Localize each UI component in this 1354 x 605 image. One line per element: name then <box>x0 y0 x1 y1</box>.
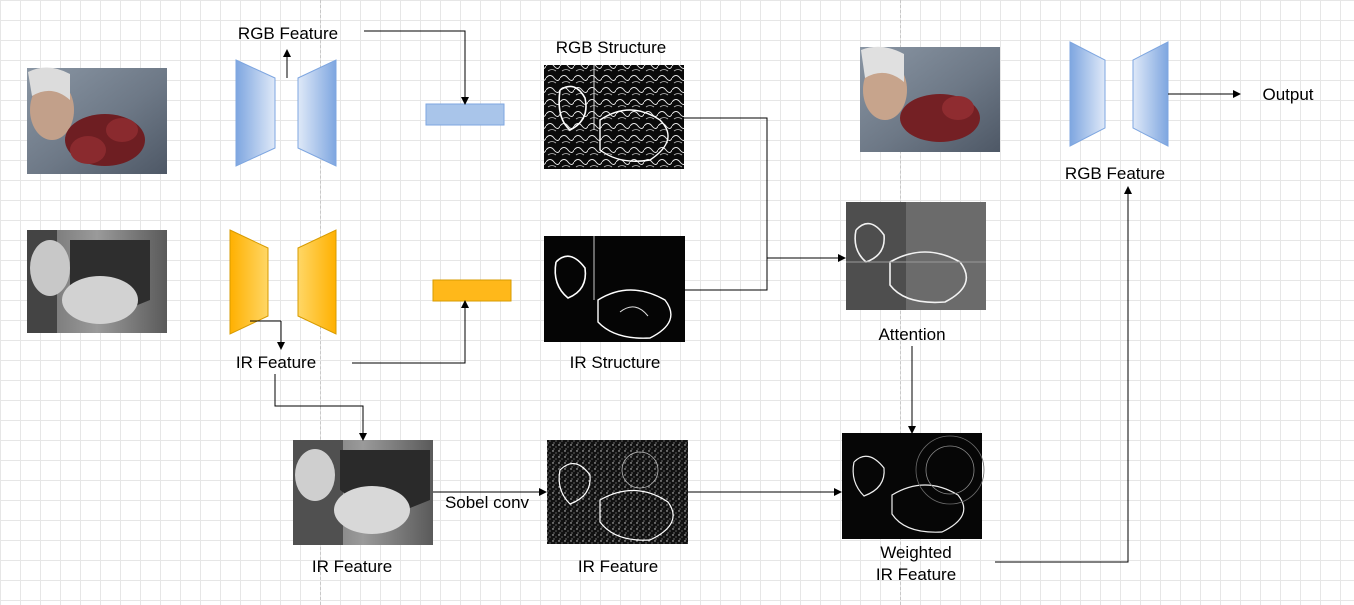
attention-map-image <box>846 202 986 310</box>
ir-feature-vector <box>432 279 512 302</box>
ir-structure-image <box>544 236 685 342</box>
arrow-weighted-to-rgb-feature <box>995 186 1132 563</box>
arrow-ir-feature-to-vector <box>352 300 469 364</box>
ir-structure-label: IR Structure <box>569 353 661 372</box>
arrow-rgb-feature-to-vector <box>364 30 469 105</box>
ir-encoder-decoder-block <box>229 229 337 335</box>
weighted-ir-feature-image <box>842 433 985 539</box>
rgb-feature-vector <box>425 103 505 126</box>
rgb-feature-right-label: RGB Feature <box>1064 164 1166 183</box>
sobel-conv-label: Sobel conv <box>444 493 530 512</box>
ir-encoder-shape <box>229 229 269 335</box>
output-encoder-decoder-block <box>1069 41 1169 147</box>
rgb-structure-label: RGB Structure <box>555 38 667 57</box>
output-label: Output <box>1262 85 1314 104</box>
attention-label: Attention <box>878 325 946 344</box>
rgb-feature-top-label: RGB Feature <box>237 24 339 43</box>
ir-feature-image <box>293 440 433 545</box>
ir-decoder-shape <box>297 229 337 335</box>
arrow-ir-feature-to-image <box>274 374 367 441</box>
connector-ir-structure <box>684 258 768 291</box>
connector-rgb-structure <box>684 117 768 258</box>
enhanced-rgb-image <box>860 46 1000 152</box>
weighted-label-line1: Weighted <box>880 543 952 562</box>
output-encoder-shape <box>1069 41 1106 147</box>
weighted-label-line2: IR Feature <box>875 565 957 584</box>
ir-feature-left-label: IR Feature <box>235 353 317 372</box>
rgb-structure-image <box>544 65 684 169</box>
input-rgb-image <box>27 67 167 174</box>
ir-feature-sobel-label: IR Feature <box>577 557 659 576</box>
output-decoder-shape <box>1132 41 1169 147</box>
rgb-encoder-decoder-block <box>235 59 337 167</box>
ir-feature-bottom-label: IR Feature <box>311 557 393 576</box>
rgb-decoder-shape <box>297 59 337 167</box>
input-ir-image <box>27 230 167 333</box>
rgb-encoder-shape <box>235 59 276 167</box>
connectors <box>250 30 1241 563</box>
sobel-ir-feature-image <box>547 440 688 544</box>
